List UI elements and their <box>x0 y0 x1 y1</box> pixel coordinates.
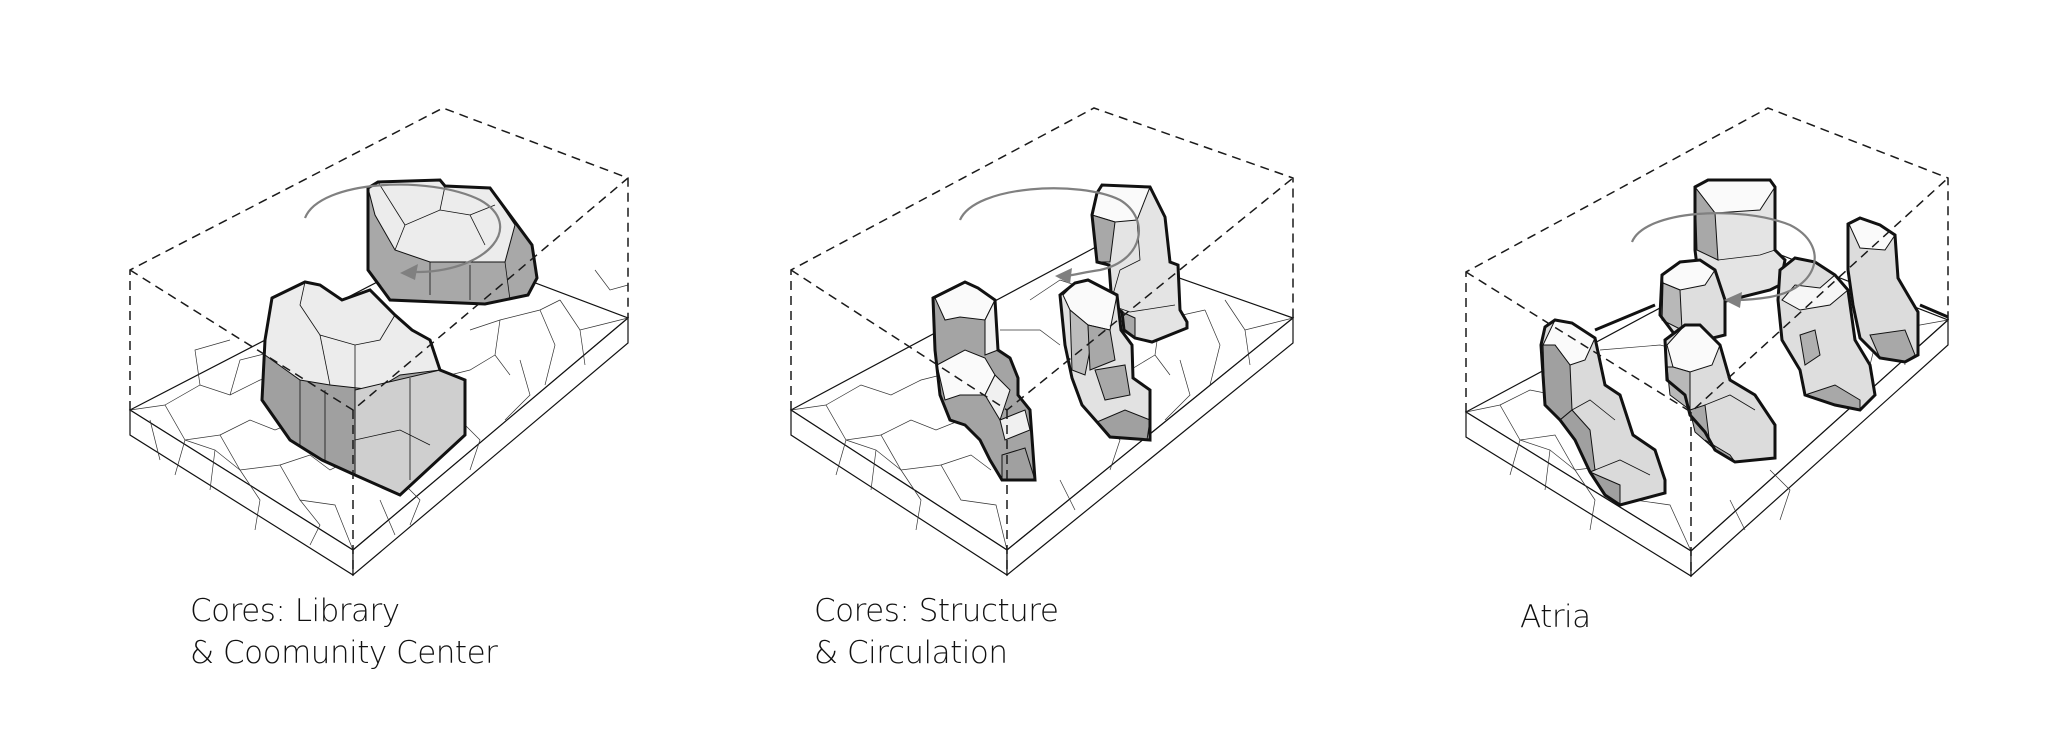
mass-structure-core-left <box>931 280 1037 482</box>
caption-structure-line2: & Circulation <box>814 635 1008 671</box>
caption-library-line1: Cores: Library <box>190 593 400 629</box>
mass-atria-core-mid-left <box>1658 258 1727 342</box>
caption-atria: Atria <box>1520 596 1591 638</box>
bounding-volume-dashed <box>129 107 629 575</box>
mass-structure-core-right <box>1058 278 1152 442</box>
atria-outline <box>1594 303 1949 332</box>
mass-atria-core-front-center <box>1663 323 1777 464</box>
caption-library: Cores: Library & Coomunity Center <box>190 590 498 674</box>
rotation-arrow-icon <box>1630 212 1816 308</box>
bounding-volume-dashed <box>1465 107 1949 576</box>
axonometric-diagram-library <box>128 107 630 577</box>
diagram-panel-library: Cores: Library & Coomunity Center <box>0 0 690 731</box>
bounding-volume-dashed <box>790 107 1294 575</box>
caption-structure: Cores: Structure & Circulation <box>814 590 1059 674</box>
rotation-arrow-icon <box>958 187 1141 284</box>
caption-atria-line1: Atria <box>1520 599 1591 635</box>
mass-atria-core-front-left <box>1539 318 1667 507</box>
caption-structure-line1: Cores: Structure <box>814 593 1059 629</box>
mass-library-front <box>260 280 467 497</box>
caption-library-line2: & Coomunity Center <box>190 635 498 671</box>
rotation-arrow-icon <box>303 183 502 280</box>
